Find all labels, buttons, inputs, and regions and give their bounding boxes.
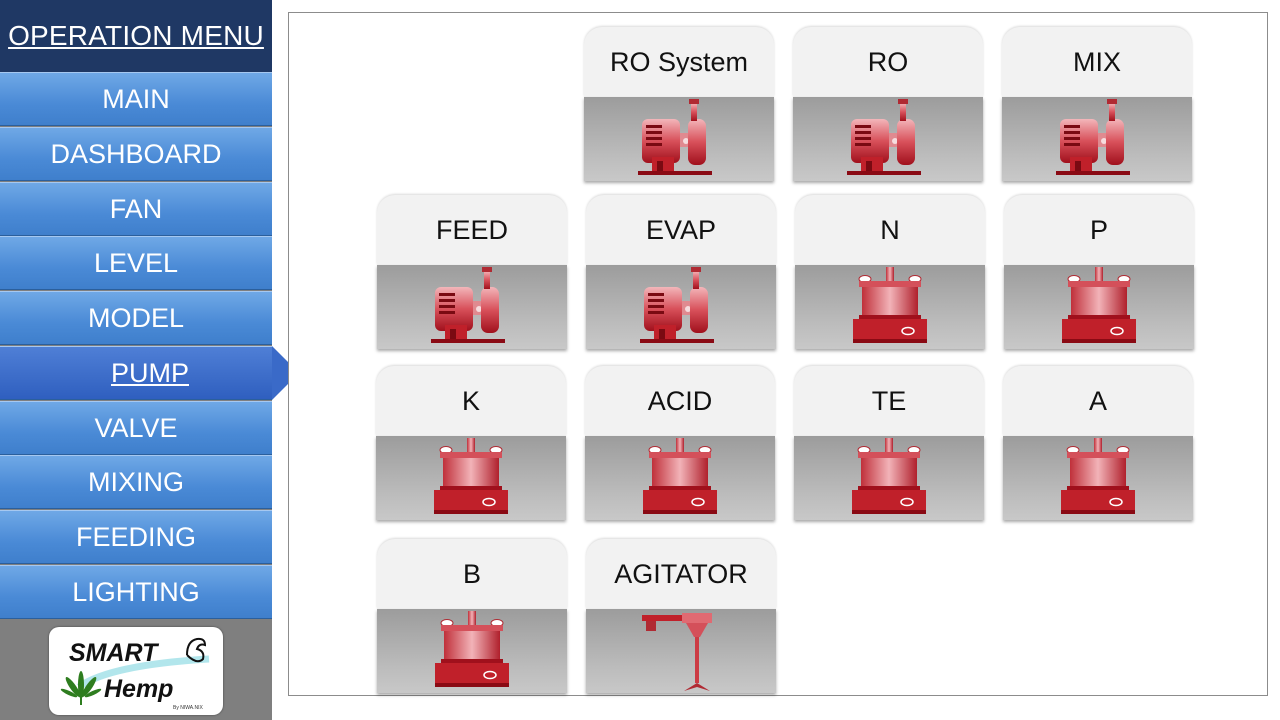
dosing-pump-icon	[1061, 438, 1135, 514]
pump-tile-agitator[interactable]: AGITATOR	[586, 539, 776, 693]
pump-tile-a[interactable]: A	[1003, 366, 1193, 520]
menu-item-main[interactable]: MAIN	[0, 72, 272, 126]
centrifugal-pump-icon	[847, 99, 921, 175]
dosing-pump-icon	[435, 611, 509, 687]
dosing-pump-icon	[852, 438, 926, 514]
pump-tile-te[interactable]: TE	[794, 366, 984, 520]
pump-tile-evap[interactable]: EVAP	[586, 195, 776, 349]
pump-tile-label: RO System	[584, 27, 774, 97]
pump-tile-mix[interactable]: MIX	[1002, 27, 1192, 181]
dosing-pump-icon	[434, 438, 508, 514]
menu-item-valve[interactable]: VALVE	[0, 401, 272, 455]
sidebar: OPERATION MENU MAIN DASHBOARD FAN LEVEL …	[0, 0, 299, 720]
pump-tile-k[interactable]: K	[376, 366, 566, 520]
pump-tile-label: K	[376, 366, 566, 436]
pump-tile-ro[interactable]: RO	[793, 27, 983, 181]
menu-item-label: PUMP	[110, 357, 189, 388]
pump-tile-p[interactable]: P	[1004, 195, 1194, 349]
menu-item-feeding[interactable]: FEEDING	[0, 510, 272, 564]
menu-item-pump[interactable]: PUMP	[0, 346, 272, 400]
pump-tile-b[interactable]: B	[377, 539, 567, 693]
menu-item-label: FEEDING	[75, 521, 196, 552]
menu-item-level[interactable]: LEVEL	[0, 236, 272, 290]
centrifugal-pump-icon	[1056, 99, 1130, 175]
dosing-pump-icon	[853, 267, 927, 343]
logo-tagline: By NIWA.NIX	[173, 705, 203, 711]
pump-tile-label: MIX	[1002, 27, 1192, 97]
menu-item-label: LEVEL	[93, 247, 179, 278]
pump-tile-label: TE	[794, 366, 984, 436]
pump-tile-label: B	[377, 539, 567, 609]
centrifugal-pump-icon	[638, 99, 712, 175]
logo-graphic: SMART Hemp By NIWA.NIX	[60, 637, 210, 711]
pump-tile-label: FEED	[377, 195, 567, 265]
menu-header: OPERATION MENU	[0, 0, 272, 72]
menu-item-label: MIXING	[87, 466, 184, 497]
pump-tile-label: P	[1004, 195, 1194, 265]
menu-item-label: VALVE	[94, 412, 178, 443]
pump-tile-label: AGITATOR	[586, 539, 776, 609]
smart-hemp-logo: SMART Hemp By NIWA.NIX	[49, 627, 223, 715]
pump-tile-label: A	[1003, 366, 1193, 436]
menu-item-label: MAIN	[102, 83, 170, 114]
menu-item-label: DASHBOARD	[50, 138, 222, 169]
menu-item-label: MODEL	[87, 302, 185, 333]
menu-item-fan[interactable]: FAN	[0, 182, 272, 236]
pump-tile-label: RO	[793, 27, 983, 97]
menu-title: OPERATION MENU	[8, 20, 264, 51]
pump-tile-label: EVAP	[586, 195, 776, 265]
pump-tile-label: N	[795, 195, 985, 265]
pump-tile-feed[interactable]: FEED	[377, 195, 567, 349]
centrifugal-pump-icon	[431, 267, 505, 343]
menu-item-mixing[interactable]: MIXING	[0, 455, 272, 509]
dosing-pump-icon	[643, 438, 717, 514]
menu-item-lighting[interactable]: LIGHTING	[0, 565, 272, 619]
flexed-arm-icon	[186, 637, 207, 663]
pump-tile-acid[interactable]: ACID	[585, 366, 775, 520]
dosing-pump-icon	[1062, 267, 1136, 343]
centrifugal-pump-icon	[640, 267, 714, 343]
pump-panel: RO System RO MIX	[288, 12, 1268, 696]
logo-line2: Hemp	[104, 675, 173, 703]
hemp-leaf-icon	[60, 671, 102, 705]
pump-tile-n[interactable]: N	[795, 195, 985, 349]
pump-tile-label: ACID	[585, 366, 775, 436]
menu-item-model[interactable]: MODEL	[0, 291, 272, 345]
agitator-icon	[642, 613, 712, 691]
menu-item-dashboard[interactable]: DASHBOARD	[0, 127, 272, 181]
pump-tile-ro-system[interactable]: RO System	[584, 27, 774, 181]
menu-item-label: LIGHTING	[72, 576, 200, 607]
menu-item-label: FAN	[109, 193, 163, 224]
logo-line1: SMART	[69, 639, 160, 667]
